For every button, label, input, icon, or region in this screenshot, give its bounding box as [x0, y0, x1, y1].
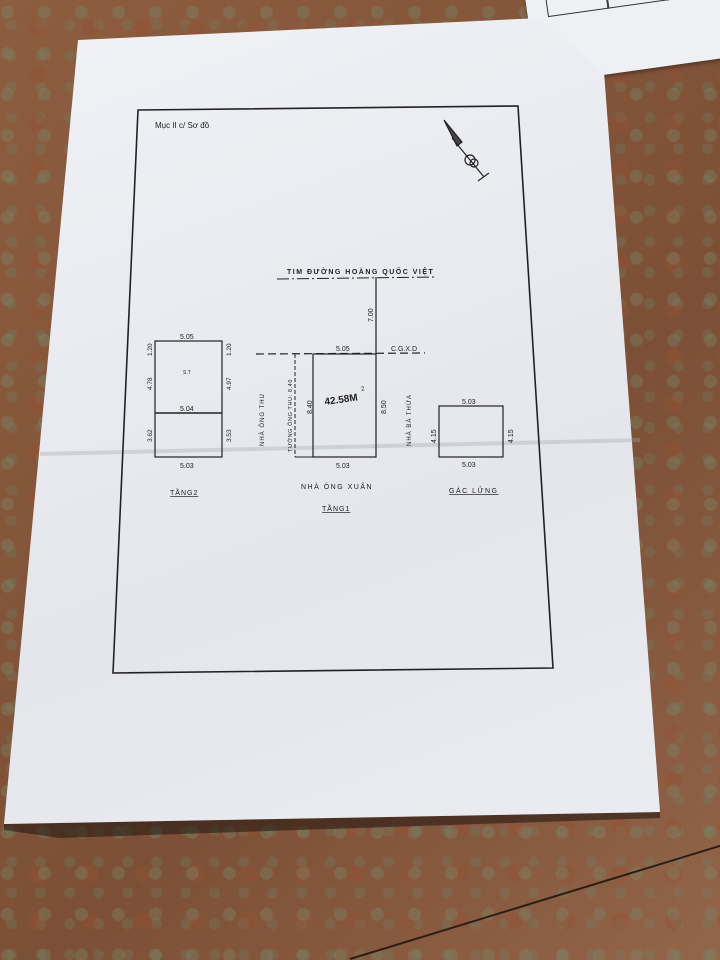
floor1-area: 42.58M — [324, 392, 359, 408]
mezzanine-top-width: 5.03 — [462, 399, 476, 406]
section-heading: Mục II c/ Sơ đồ — [155, 121, 210, 130]
floor2-left-bottom: 3.62 — [147, 429, 154, 442]
floor2-mid-width: 5.04 — [180, 406, 194, 413]
floor2-left-mid: 4.78 — [147, 377, 154, 390]
floor1-right-depth: 8.50 — [381, 400, 388, 414]
floor2-left-top: 1.20 — [147, 343, 154, 356]
mezzanine-right-depth: 4.15 — [508, 429, 515, 443]
floor1-plan — [294, 353, 377, 458]
floor2-top-width: 5.05 — [180, 334, 194, 341]
floor2-right-bottom: 3.53 — [226, 429, 233, 442]
mezzanine-plan — [438, 405, 504, 458]
floor2-right-top: 1.20 — [226, 343, 233, 356]
floor1-title: TẦNG1 — [322, 503, 350, 513]
road-centerline — [276, 276, 438, 280]
floor1-bottom-width: 5.03 — [336, 463, 350, 470]
mezzanine-title: GÁC LỬNG — [449, 486, 499, 495]
building-line-label: C.G.X.D — [391, 346, 417, 353]
floor2-bottom-width: 5.03 — [180, 463, 194, 470]
mezzanine-left-depth: 4.15 — [431, 429, 438, 443]
road-label: TIM ĐƯỜNG HOÀNG QUỐC VIỆT — [287, 266, 434, 276]
floor2-inner-label: S.T — [183, 370, 191, 376]
right-neighbor-label: NHÀ BÀ THỪA — [406, 394, 413, 446]
floor2-plan — [154, 340, 223, 458]
left-neighbor-label: NHÀ ÔNG THU — [259, 393, 266, 446]
floor1-area-unit: 2 — [361, 386, 366, 392]
wall-label: TƯỜNG ÔNG THU: 8.40 — [287, 379, 294, 452]
mezzanine-bottom-width: 5.03 — [462, 462, 476, 469]
floor1-top-width: 5.05 — [336, 346, 350, 353]
floor2-right-mid: 4.97 — [226, 377, 233, 390]
floor1-left-depth: 8.40 — [307, 400, 314, 414]
north-arrow-icon — [443, 119, 490, 182]
setback-value: 7.00 — [368, 308, 375, 322]
bottom-neighbor-label: NHÀ ÔNG XUÂN — [301, 482, 373, 491]
floor2-title: TẦNG2 — [170, 487, 198, 497]
drawing-border — [112, 105, 554, 674]
